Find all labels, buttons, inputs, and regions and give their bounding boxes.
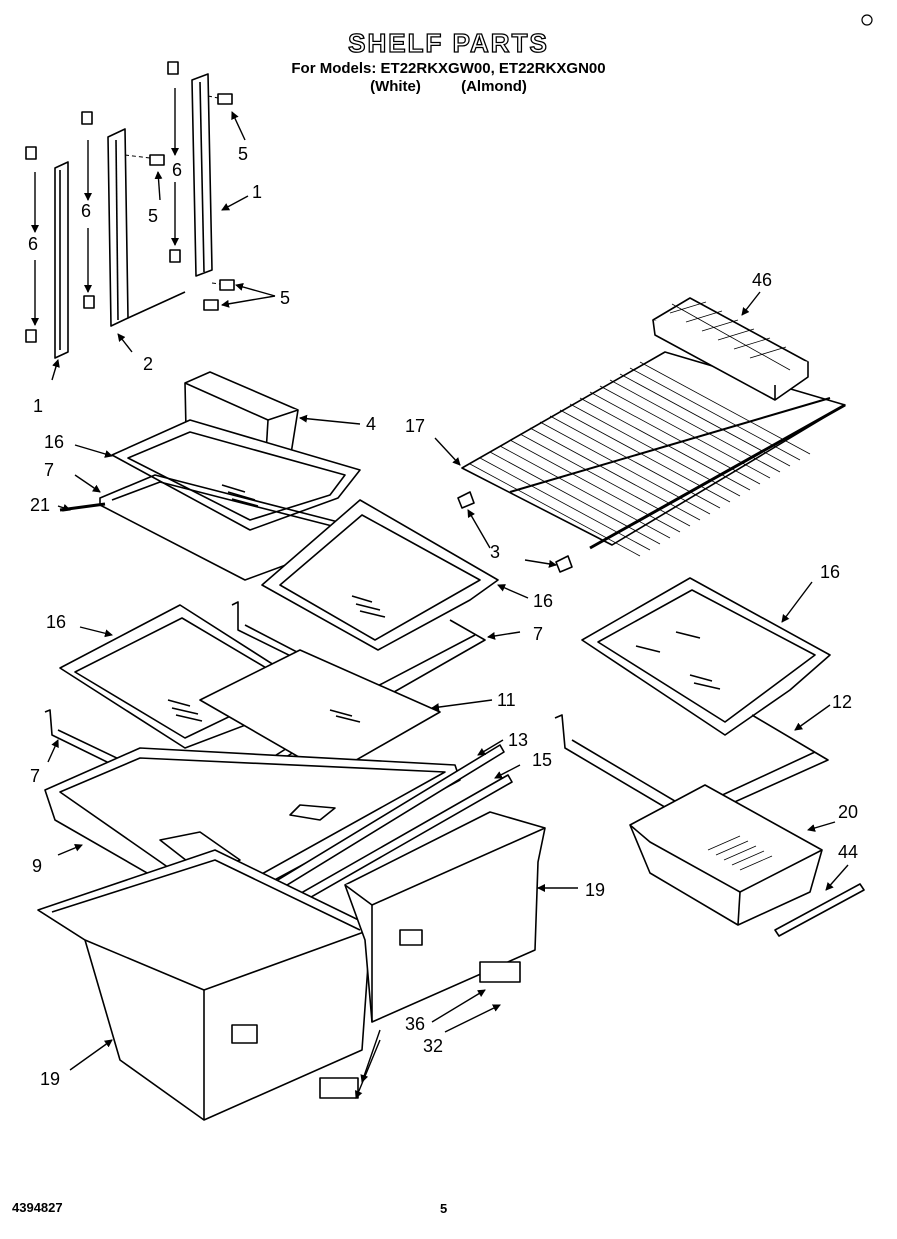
ice-cube-tray — [652, 297, 809, 401]
wire-shelf — [461, 351, 846, 557]
callout-17: 17 — [405, 416, 425, 436]
meat-drawer — [629, 784, 823, 926]
callout-1a: 1 — [252, 182, 262, 202]
crisper-drawer-right — [344, 811, 546, 1023]
callout-16d: 16 — [820, 562, 840, 582]
callout-46: 46 — [752, 270, 772, 290]
page-number: 5 — [440, 1201, 448, 1216]
callout-32: 32 — [423, 1036, 443, 1056]
callout-44: 44 — [838, 842, 858, 862]
callout-6b: 6 — [81, 201, 91, 221]
callout-3: 3 — [490, 542, 500, 562]
glass-shelf-right — [581, 577, 831, 736]
glass-shelf-upper-right — [261, 499, 499, 651]
model-variants: (White) (Almond) — [0, 78, 897, 95]
callout-15: 15 — [532, 750, 552, 770]
variant-white: (White) — [370, 78, 421, 95]
callout-16b: 16 — [533, 591, 553, 611]
callout-7c: 7 — [30, 766, 40, 786]
meat-drawer-rail — [774, 883, 865, 937]
callout-12: 12 — [832, 692, 852, 712]
callout-13: 13 — [508, 730, 528, 750]
callout-5c: 5 — [280, 288, 290, 308]
callout-16c: 16 — [46, 612, 66, 632]
callout-7a: 7 — [44, 460, 54, 480]
callout-20: 20 — [838, 802, 858, 822]
callout-2: 2 — [143, 354, 153, 374]
page-title: SHELF PARTS — [348, 27, 549, 58]
callout-16a: 16 — [44, 432, 64, 452]
shelf-rail-left — [25, 146, 69, 359]
callout-labels: 6 6 6 5 5 5 1 1 2 4 16 7 21 17 46 3 16 7… — [28, 144, 858, 1089]
callout-4: 4 — [366, 414, 376, 434]
models-line: For Models: ET22RKXGW00, ET22RKXGN00 — [291, 60, 606, 77]
callout-19b: 19 — [40, 1069, 60, 1089]
callout-6c: 6 — [172, 160, 182, 180]
corner-mark — [861, 14, 873, 26]
crisper-drawer-left — [37, 849, 376, 1121]
callout-5b: 5 — [148, 206, 158, 226]
callout-11: 11 — [497, 690, 516, 710]
variant-almond: (Almond) — [461, 78, 527, 95]
part-number: 4394827 — [12, 1200, 63, 1215]
glass-shelf-upper-left — [111, 419, 361, 531]
callout-9: 9 — [32, 856, 42, 876]
crisper-cover-frame — [44, 747, 461, 913]
rail-screws — [149, 93, 235, 311]
callout-5a: 5 — [238, 144, 248, 164]
shelf-rail-right — [167, 61, 213, 277]
callout-21: 21 — [30, 495, 50, 515]
callout-7b: 7 — [533, 624, 543, 644]
callout-6a: 6 — [28, 234, 38, 254]
crisper-cover-glass — [199, 649, 441, 776]
callout-36: 36 — [405, 1014, 425, 1034]
callout-19a: 19 — [585, 880, 605, 900]
shelf-supports — [457, 491, 573, 573]
shelf-rail-center — [81, 111, 186, 327]
drawer-handles — [319, 961, 521, 1099]
callout-1b: 1 — [33, 396, 43, 416]
